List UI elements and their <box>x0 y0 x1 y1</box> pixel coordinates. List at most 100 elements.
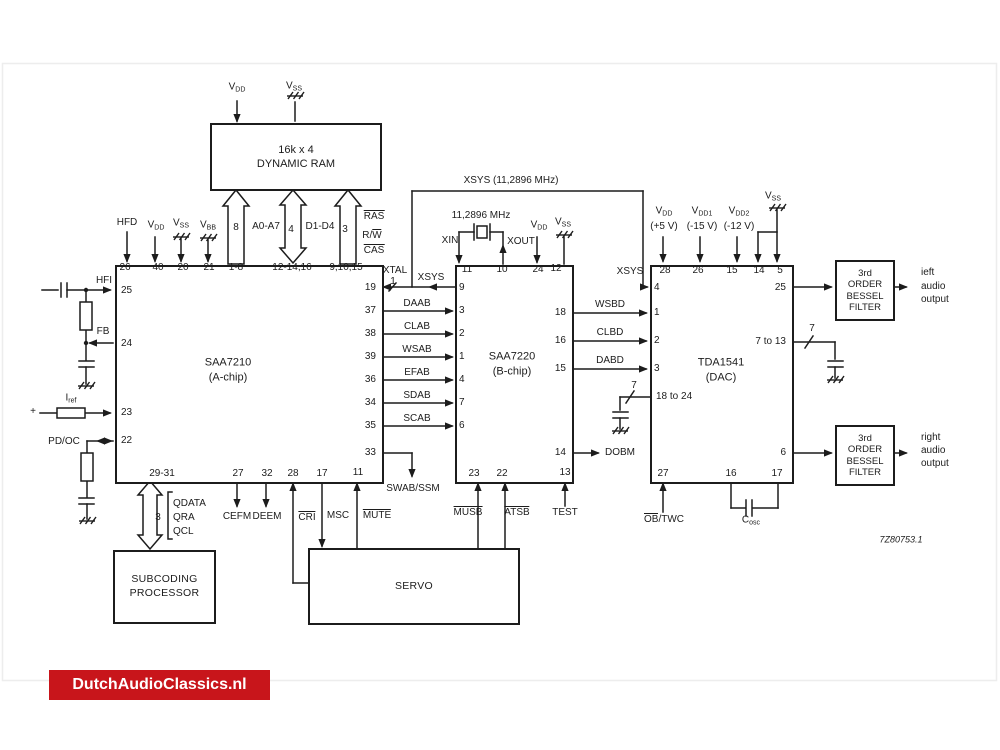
pin-12-14-16: 12-14,16 <box>272 262 312 273</box>
xout-label: XOUT <box>507 236 535 247</box>
subcoding-processor-text: SUBCODING PROCESSOR <box>129 573 200 599</box>
pin-26: 26 <box>119 262 131 273</box>
pin-38: 38 <box>364 328 376 339</box>
pin-7to13: 7 to 13 <box>755 336 786 347</box>
bessel-filter-right-text: 3rd ORDER BESSEL FILTER <box>846 432 884 478</box>
pin-15b: 15 <box>554 363 566 374</box>
pin-32: 32 <box>261 468 273 479</box>
right-out-line1: right <box>921 432 941 443</box>
resistor-hfi <box>79 301 93 331</box>
daab-label: DAAB <box>403 298 431 309</box>
pin-24: 24 <box>121 338 133 349</box>
right-out-line3: output <box>921 458 949 469</box>
crystal-body <box>476 225 488 239</box>
qdata-label: QDATA <box>173 498 206 509</box>
xin-label: XIN <box>441 235 459 246</box>
pin-18: 18 <box>554 307 566 318</box>
vbb-a-label: VBB <box>199 219 217 232</box>
vdd1-volt: (-15 V) <box>686 221 718 232</box>
pin-16b: 16 <box>554 335 566 346</box>
ras-label: RAS <box>363 210 385 222</box>
hfi-label: HFI <box>95 275 113 286</box>
pin-2d: 2 <box>654 335 660 346</box>
pin-26d: 26 <box>692 265 704 276</box>
xtal-1-label: 1 <box>390 276 396 287</box>
vdd2-label: VDD2 <box>728 205 750 218</box>
pin-1b: 1 <box>459 351 465 362</box>
xsys-mid-label: XSYS <box>417 272 445 283</box>
pin-25: 25 <box>121 285 133 296</box>
junction-dots <box>83 287 89 346</box>
vss-b-label: VSS <box>554 216 572 229</box>
pin-23b: 23 <box>468 468 480 479</box>
bus-a0-a7-label: A0-A7 <box>252 221 280 232</box>
vdd-d-label: VDD <box>655 205 673 218</box>
pin-19: 19 <box>364 282 376 293</box>
vdd-ram-label: VDD <box>228 81 246 94</box>
pin-34: 34 <box>364 397 376 408</box>
pin-17d: 17 <box>771 468 783 479</box>
qcl-label: QCL <box>173 526 194 537</box>
banner-text: DutchAudioClassics.nl <box>72 676 247 693</box>
pin-14d: 14 <box>753 265 765 276</box>
qbus-count-3: 3 <box>155 512 161 523</box>
pin-28: 28 <box>287 468 299 479</box>
cosc-label: Cosc <box>741 514 761 527</box>
pin-9-10-15: 9,10,15 <box>329 262 363 273</box>
pin-3d: 3 <box>654 363 660 374</box>
pin-24b: 24 <box>532 264 544 275</box>
wsbd-label: WSBD <box>595 299 625 310</box>
pin-15d: 15 <box>726 265 738 276</box>
bus-d1-d4-label: D1-D4 <box>305 221 335 232</box>
xsys-top-label: XSYS (11,2896 MHz) <box>463 175 559 186</box>
figure-code: 7Z80753.1 <box>879 534 923 545</box>
bus-arrow-a0-a7 <box>221 188 251 265</box>
pin-7b: 7 <box>459 397 465 408</box>
left-out-line2: audio <box>921 281 946 292</box>
vdd1-label: VDD1 <box>691 205 713 218</box>
saa7220-label: SAA7220 (B-chip) <box>488 350 536 378</box>
bessel-filter-left-text: 3rd ORDER BESSEL FILTER <box>846 267 884 313</box>
vdd-a-label: VDD <box>147 219 165 232</box>
bessel-filter-left-block: 3rd ORDER BESSEL FILTER <box>835 260 895 321</box>
pin-16d: 16 <box>725 468 737 479</box>
msc-label: MSC <box>326 510 350 521</box>
dutchaudioclassics-banner: DutchAudioClassics.nl <box>49 670 270 700</box>
pin-1-8: 1-8 <box>228 262 244 273</box>
pin-36: 36 <box>364 374 376 385</box>
servo-block: SERVO <box>308 548 520 625</box>
cas-label: CAS <box>363 244 385 256</box>
pin-25d: 25 <box>774 282 786 293</box>
vdd2-volt: (-12 V) <box>723 221 755 232</box>
resistor-iref <box>56 407 86 419</box>
left-out-line3: output <box>921 294 949 305</box>
pin-28d: 28 <box>659 265 671 276</box>
pdoc-label: PD/OC <box>48 436 80 447</box>
pin-2b: 2 <box>459 328 465 339</box>
vdd-d-volt: (+5 V) <box>650 221 678 232</box>
pin-5d: 5 <box>777 265 783 276</box>
pin-14b: 14 <box>554 447 566 458</box>
cefm-label: CEFM <box>222 511 252 522</box>
pin-27a: 27 <box>232 468 244 479</box>
mute-label: MUTE <box>362 509 392 521</box>
efab-label: EFAB <box>404 367 430 378</box>
pin-11b: 11 <box>461 264 473 275</box>
xtal-freq-label: 11,2896 MHz <box>451 210 511 221</box>
musb-label: MUSB <box>453 506 483 518</box>
left-out-line1: ieft <box>921 267 935 278</box>
pin-18to24: 18 to 24 <box>656 391 693 402</box>
saa7210-block <box>115 265 384 484</box>
bessel-filter-right-block: 3rd ORDER BESSEL FILTER <box>835 425 895 486</box>
right-out-line2: audio <box>921 445 946 456</box>
tda1541-block <box>650 265 794 484</box>
xsys-d-label: XSYS <box>616 266 644 277</box>
pin-10: 10 <box>496 264 508 275</box>
pin-1d: 1 <box>654 307 660 318</box>
servo-text: SERVO <box>394 579 434 592</box>
pin-21: 21 <box>203 262 215 273</box>
bus7-r-label: 7 <box>809 323 815 334</box>
saa7210-label: SAA7210 (A-chip) <box>204 356 252 384</box>
vdd-b-label: VDD <box>530 219 548 232</box>
